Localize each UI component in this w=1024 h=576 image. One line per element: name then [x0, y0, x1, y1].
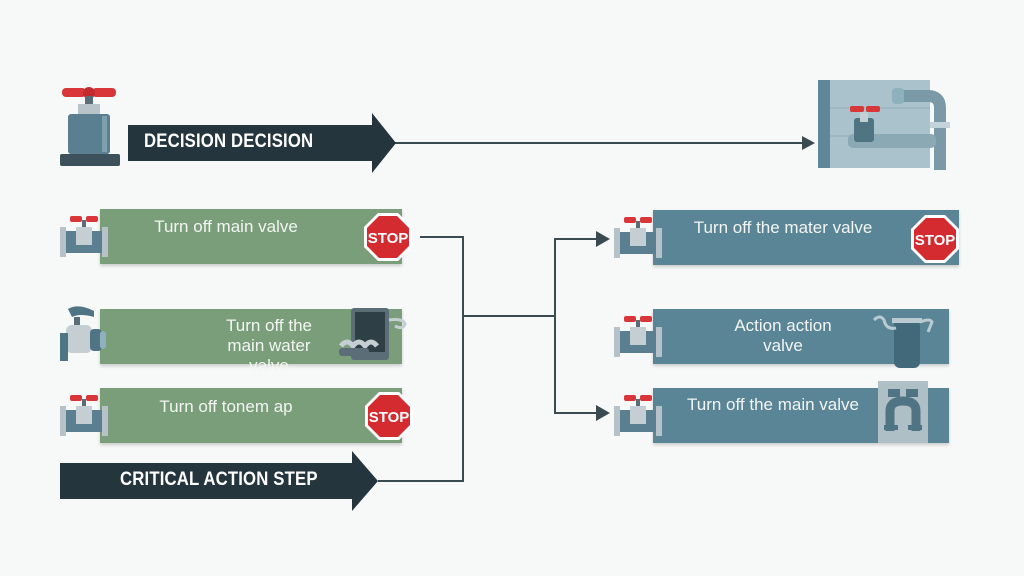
left-step-3: Turn off tonem ap	[100, 388, 402, 443]
spigot-icon	[60, 306, 106, 361]
pipe-fitting-icon	[878, 381, 928, 443]
stop-sign-icon: STOP	[911, 215, 959, 263]
p-trap-icon	[872, 315, 934, 368]
faucet-valve-icon	[60, 87, 120, 166]
pipe-system-icon	[818, 80, 950, 170]
stop-text: STOP	[369, 409, 410, 426]
right-step-1-label: Turn off the mater valve	[693, 218, 873, 237]
arrowhead-top	[802, 136, 815, 150]
left-step-2-label: Turn off the main water valve	[226, 316, 312, 375]
valve-icon	[60, 216, 108, 257]
arrowhead-right-1	[596, 231, 610, 247]
right-step-3-label: Turn off the main valve	[687, 395, 859, 414]
stop-text: STOP	[915, 232, 956, 249]
valve-icon	[614, 217, 662, 258]
decision-banner-label: DECISION DECISION	[144, 131, 314, 152]
stop-sign-icon: STOP	[364, 213, 412, 261]
left-step-1: Turn off main valve	[100, 209, 402, 264]
left-step-3-label: Turn off tonem ap	[159, 397, 293, 416]
critical-action-label: CRITICAL ACTION STEP	[120, 469, 318, 490]
left-step-1-label: Turn off main valve	[154, 217, 298, 236]
valve-icon	[614, 316, 662, 357]
arrowhead-right-3	[596, 405, 610, 421]
right-split-line	[554, 238, 597, 414]
stop-sign-icon: STOP	[365, 392, 413, 440]
decision-banner: DECISION DECISION	[128, 113, 396, 173]
water-heater-icon	[339, 308, 407, 360]
valve-icon	[60, 395, 108, 436]
stop-text: STOP	[368, 230, 409, 247]
critical-action-banner: CRITICAL ACTION STEP	[60, 451, 378, 511]
right-step-2-label: Action action valve	[734, 316, 832, 355]
valve-icon	[614, 395, 662, 436]
right-step-1: Turn off the mater valve	[653, 210, 959, 265]
left-merge-line	[378, 236, 464, 482]
